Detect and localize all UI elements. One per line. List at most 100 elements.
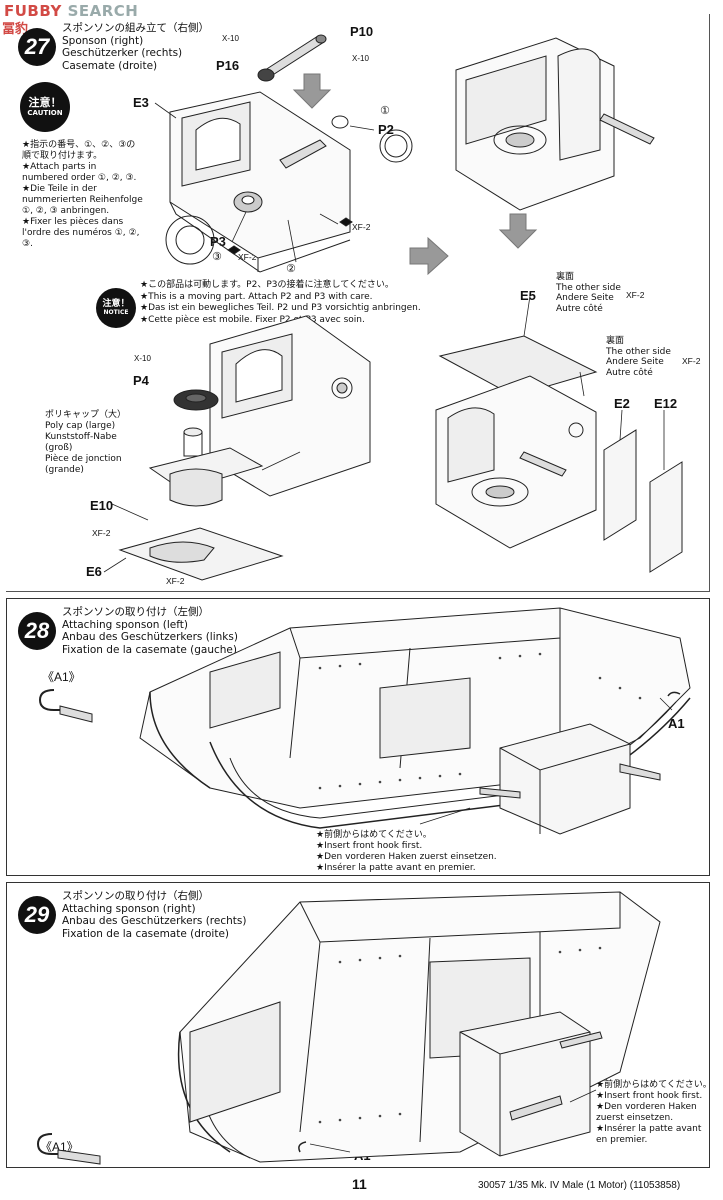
other-side-line: The other side [556,282,621,293]
step27-title-jp: スポンソンの組み立て（右側） [62,22,209,34]
rivet-pattern [318,652,642,790]
part-e12 [649,461,683,573]
step28-title-fr: Fixation de la casemate (gauche) [62,643,237,656]
step29-drawing [36,891,661,1165]
step28-title-jp: スポンソンの取り付け（左側） [62,606,209,618]
step29-ref: 《A1》 [40,1140,79,1154]
other-side-a: 裏面 The other side Andere Seite Autre côt… [556,272,621,314]
label-x10b: X-10 [352,54,369,63]
part-detail-circle [165,215,215,265]
step29-title-de: Anbau des Geschützerkers (rechts) [62,915,247,927]
step28-note-line: ★Den vorderen Haken zuerst einsetzen. [316,852,497,862]
notice-text: ★この部品は可動します。P2、P3の接着に注意してください。 ★This is … [140,280,421,326]
step29-note: ★前側からはめてください。 ★Insert front hook first. … [596,1080,712,1146]
step29-title: スポンソンの取り付け（右側） Attaching sponson (right)… [62,890,246,940]
label-circle-3: ③ [212,250,222,263]
part-e3-casemate [169,91,351,273]
arrow-right-icon [409,236,449,276]
step29-note-line: ★Insérer la patte avant [596,1124,702,1134]
caution-line: numbered order ①, ②, ③. [22,173,137,183]
notice-line: ★This is a moving part. Attach P2 and P3… [140,291,373,302]
caution-line: ★Fixer les pièces dans [22,217,124,227]
step29-note-line: ★Insert front hook first. [596,1091,703,1101]
part-e5-plate [438,335,598,397]
step27-title: スポンソンの組み立て（右側） Sponson (right) Geschütze… [62,22,209,72]
notice-line: ★Das ist ein bewegliches Teil. P2 und P3… [140,303,421,313]
label-p16: P16 [216,58,240,73]
polycap-text: ポリキャップ（大） Poly cap (large) Kunststoff-Na… [45,410,126,476]
watermark-side: 冨豹 [2,22,29,37]
step28-note: ★前側からはめてください。 ★Insert front hook first. … [316,830,497,874]
step28-ref: 《A1》 [42,670,81,684]
step29-panel [6,882,710,1168]
part-e2 [603,429,637,541]
watermark: FUBBY SEARCH [4,2,139,20]
step28-note-line: ★Insert front hook first. [316,841,423,851]
other-side-line: Autre côté [606,367,653,378]
notice-line: ★この部品は可動します。P2、P3の接着に注意してください。 [140,280,394,290]
notice-en: NOTICE [103,309,129,316]
other-side-line: Andere Seite [556,293,614,303]
step27-title-en: Sponson (right) [62,34,144,47]
label-e12: E12 [654,396,678,411]
label-xf2c: XF-2 [92,528,111,538]
step29-note-line: zuerst einsetzen. [596,1113,674,1123]
step29-title-fr: Fixation de la casemate (droite) [62,927,230,940]
hook-icon [38,689,93,723]
step28-note-line: ★Insérer la patte avant en premier. [316,863,476,873]
step29-title-jp: スポンソンの取り付け（右側） [62,890,209,902]
label-xf2b: XF-2 [238,252,257,262]
part-p16-pin [257,34,327,82]
step29-badge: 29 [18,896,56,934]
other-side-line: Autre côté [556,303,603,314]
other-side-b: 裏面 The other side Andere Seite Autre côt… [606,336,671,378]
other-side-line: 裏面 [556,272,575,282]
other-side-line: 裏面 [606,336,625,346]
step28-title-en: Attaching sponson (left) [62,618,188,631]
polycap-line: Kunststoff-Nabe [45,432,117,442]
hook-icon [36,1133,101,1165]
step27-badge: 27 [18,28,56,66]
polycap-line: (grande) [45,465,84,475]
step28-title-de: Anbau des Geschützerkers (links) [62,631,238,643]
caution-line: l'ordre des numéros ①, ②, [22,228,140,238]
label-circle-1: ① [380,104,390,117]
part-casemate-upper-right [455,37,655,211]
step28-badge: 28 [18,612,56,650]
step29-note-line: ★Den vorderen Haken [596,1102,697,1112]
label-e2: E2 [614,396,630,411]
label-x10c: X-10 [134,354,151,363]
arrow-down-icon [498,213,538,249]
step27-title-de: Geschützerker (rechts) [62,47,183,59]
rivet-pattern [318,946,602,1124]
caution-jp: 注意！ [28,95,62,109]
label-e3: E3 [133,95,149,110]
polycap-line: (groß) [45,443,73,453]
label-p4: P4 [133,373,149,388]
label-e5: E5 [520,288,536,303]
notice-badge: 注意！ NOTICE [96,288,136,328]
step27-title-fr: Casemate (droite) [62,59,158,72]
caution-line: 順で取り付けます。 [22,151,103,161]
caution-en: CAUTION [27,108,63,117]
polycap-line: Pièce de jonction [45,454,122,464]
polycap-line: ポリキャップ（大） [45,410,127,420]
page-number: 11 [352,1176,367,1192]
label-e10: E10 [90,498,114,513]
notice-jp: 注意！ [102,299,130,309]
caution-line: ★Attach parts in [22,162,97,172]
label-p10: P10 [350,24,374,39]
caution-badge: 注意！ CAUTION [20,82,70,132]
step28-title: スポンソンの取り付け（左側） Attaching sponson (left) … [62,606,238,656]
step27-panel [6,14,710,592]
part-casemate-lower-right [435,375,597,549]
part-casemate-lower [209,315,371,497]
step28-drawing [38,607,691,835]
other-side-line: Andere Seite [606,357,664,367]
step29-title-en: Attaching sponson (right) [62,902,196,915]
arrow-down-icon [292,73,332,109]
step28-note-line: ★前側からはめてください。 [316,830,432,840]
label-xf2a: XF-2 [352,222,371,232]
caution-text: ★指示の番号、①、②、③の 順で取り付けます。 ★Attach parts in… [22,140,143,250]
sponson-left [479,723,661,835]
